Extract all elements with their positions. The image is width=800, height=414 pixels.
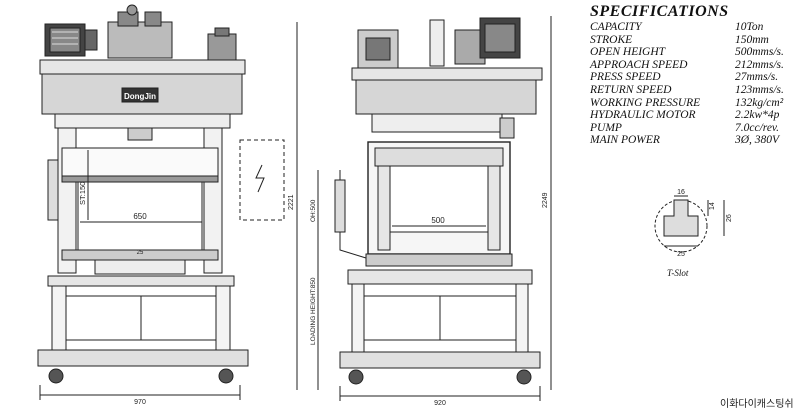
front-slide bbox=[61, 147, 219, 177]
spec-value: 150mm bbox=[735, 33, 769, 46]
t-slot-shape bbox=[663, 199, 699, 237]
side-base-top bbox=[347, 269, 533, 285]
t-slot-caption: T-Slot bbox=[667, 268, 689, 278]
spec-row: WORKING PRESSURE 132kg/cm² bbox=[590, 97, 795, 110]
electric-symbol-icon bbox=[255, 164, 265, 193]
front-motor bbox=[44, 23, 98, 57]
spec-value: 132kg/cm² bbox=[735, 96, 784, 109]
spec-label: APPROACH SPEED bbox=[590, 58, 688, 71]
specifications-title: SPECIFICATIONS bbox=[590, 3, 729, 20]
front-cylinder bbox=[127, 127, 153, 141]
spec-row: APPROACH SPEED 212mms/s. bbox=[590, 59, 795, 72]
spec-row: MAIN POWER 3Ø, 380V bbox=[590, 134, 795, 147]
side-opening bbox=[385, 165, 493, 233]
spec-label: CAPACITY bbox=[590, 21, 642, 33]
spec-value: 2.2kw*4p bbox=[735, 109, 780, 122]
spec-row: PRESS SPEED 27mms/s. bbox=[590, 71, 795, 84]
spec-row: PUMP 7.0cc/rev. bbox=[590, 122, 795, 135]
t-slot-total-depth: 26 bbox=[726, 214, 733, 222]
side-foot-beam bbox=[339, 351, 541, 369]
front-bed-width-label: 650 bbox=[133, 212, 147, 221]
spec-value: 123mms/s. bbox=[735, 83, 784, 96]
side-bolster bbox=[365, 253, 513, 267]
side-height-a-label: 2221 bbox=[288, 194, 295, 210]
side-leg-left bbox=[351, 283, 365, 353]
front-bed-block bbox=[94, 259, 186, 275]
spec-value: 500mms/s. bbox=[735, 46, 784, 59]
front-base-width-label: 970 bbox=[134, 399, 146, 406]
front-crown bbox=[54, 113, 231, 129]
front-slide-plate bbox=[61, 175, 219, 183]
front-brand-plate bbox=[121, 87, 159, 103]
side-height-b-label: 2249 bbox=[542, 192, 549, 208]
side-leg-right bbox=[515, 283, 529, 353]
spec-label: OPEN HEIGHT bbox=[590, 46, 666, 59]
spec-label: HYDRAULIC MOTOR bbox=[590, 109, 696, 122]
front-valve-block bbox=[107, 4, 237, 61]
spec-row: CAPACITY 10Ton bbox=[590, 21, 795, 34]
spec-row: RETURN SPEED 123mms/s. bbox=[590, 84, 795, 97]
spec-label: STROKE bbox=[590, 33, 633, 46]
front-leg-right bbox=[215, 285, 231, 351]
side-crown bbox=[371, 113, 503, 133]
spec-label: PRESS SPEED bbox=[590, 71, 661, 84]
side-opening-label: OH:500 bbox=[310, 199, 317, 222]
front-stroke-label: ST:150 bbox=[78, 182, 87, 205]
spec-row: HYDRAULIC MOTOR 2.2kw*4p bbox=[590, 109, 795, 122]
side-column-left bbox=[377, 165, 391, 251]
spec-label: PUMP bbox=[590, 121, 622, 134]
spec-value: 3Ø, 380V bbox=[735, 134, 780, 147]
spec-row: STROKE 150mm bbox=[590, 34, 795, 47]
spec-value: 27mms/s. bbox=[735, 71, 779, 84]
front-tank-top bbox=[39, 59, 246, 75]
front-leg-left bbox=[51, 285, 67, 351]
front-foot-beam bbox=[37, 349, 249, 367]
spec-value: 212mms/s. bbox=[735, 58, 784, 71]
t-slot-top-width: 16 bbox=[677, 189, 685, 196]
front-view: DongJin ST:150 65 bbox=[37, 4, 285, 406]
side-column-right bbox=[487, 165, 501, 251]
front-caster-left bbox=[48, 368, 64, 384]
side-caster-right bbox=[516, 369, 532, 385]
spec-row: OPEN HEIGHT 500mms/s. bbox=[590, 46, 795, 59]
side-bed-width-label: 500 bbox=[431, 216, 445, 225]
side-base-width-label: 920 bbox=[434, 400, 446, 407]
front-base-top bbox=[47, 275, 235, 287]
side-tank bbox=[355, 79, 537, 115]
side-view: 2221 2249 LOADING HEIGHT:850 OH:500 500 bbox=[288, 16, 552, 407]
spec-label: WORKING PRESSURE bbox=[590, 96, 701, 109]
t-slot-detail: 16 14 26 25 bbox=[654, 189, 733, 258]
spec-label: MAIN POWER bbox=[590, 134, 660, 147]
spec-value: 7.0cc/rev. bbox=[735, 121, 780, 134]
side-tank-top bbox=[351, 67, 543, 81]
footer-company-text: 이화다이캐스팅쉬 bbox=[720, 399, 794, 410]
front-electric-box bbox=[239, 139, 285, 221]
side-loading-label: LOADING HEIGHT:850 bbox=[310, 277, 317, 345]
side-gauge-column bbox=[429, 19, 445, 67]
front-caster-right bbox=[218, 368, 234, 384]
front-small-dim-label: 25 bbox=[137, 250, 144, 256]
front-opening bbox=[77, 181, 203, 251]
spec-value: 10Ton bbox=[735, 21, 764, 33]
spec-label: RETURN SPEED bbox=[590, 83, 672, 96]
t-slot-bottom-width: 25 bbox=[677, 251, 685, 258]
t-slot-neck-depth: 14 bbox=[709, 202, 716, 210]
front-cable-left bbox=[47, 159, 59, 221]
side-caster-left bbox=[348, 369, 364, 385]
front-brand-label: DongJin bbox=[124, 92, 156, 101]
side-slide bbox=[374, 147, 504, 167]
front-tank bbox=[41, 73, 243, 115]
